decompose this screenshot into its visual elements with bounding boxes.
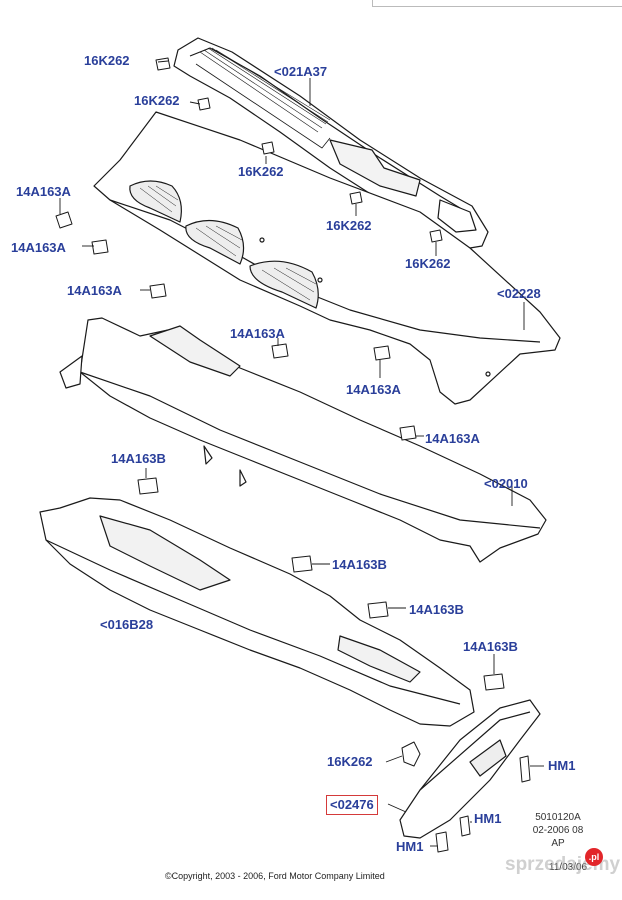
label-cowl-panel: <02228 <box>497 286 541 301</box>
label-bolt-hm1: HM1 <box>548 758 576 773</box>
label-clip-16k262: 16K262 <box>134 93 180 108</box>
label-nut-14a163b: 14A163B <box>332 557 387 572</box>
bracket-part <box>399 699 541 839</box>
ref-sheet: 11/03/06 <box>548 862 588 873</box>
label-nut-14a163a: 14A163A <box>16 184 71 199</box>
lower-panel-part <box>39 497 475 727</box>
label-clip-16k262: 16K262 <box>238 164 284 179</box>
dash-panel-part <box>59 317 547 563</box>
cowl-panel-part <box>93 111 561 405</box>
label-nut-14a163b: 14A163B <box>111 451 166 466</box>
label-nut-14a163b: 14A163B <box>463 639 518 654</box>
viewer-frame-edge <box>372 0 622 7</box>
watermark-badge: .pl <box>585 848 603 866</box>
leader-lines <box>59 60 544 847</box>
label-clip-16k262: 16K262 <box>84 53 130 68</box>
copyright-notice: ©Copyright, 2003 - 2006, Ford Motor Comp… <box>165 871 385 881</box>
fastener-clips <box>55 57 531 853</box>
label-clip-16k262: 16K262 <box>327 754 373 769</box>
label-nut-14a163a: 14A163A <box>67 283 122 298</box>
label-nut-14a163b: 14A163B <box>409 602 464 617</box>
label-nut-14a163a: 14A163A <box>230 326 285 341</box>
label-bolt-hm1: HM1 <box>396 839 424 854</box>
ref-code: 5010120A <box>535 812 581 823</box>
label-bracket-highlighted: <02476 <box>326 795 378 815</box>
label-bolt-hm1: HM1 <box>474 811 502 826</box>
label-nut-14a163a: 14A163A <box>346 382 401 397</box>
label-dash-panel: <02010 <box>484 476 528 491</box>
cowl-grille-part <box>173 37 489 249</box>
label-nut-14a163a: 14A163A <box>11 240 66 255</box>
ref-ap: AP <box>551 838 565 849</box>
ref-date: 02-2006 08 <box>532 825 584 836</box>
label-nut-14a163a: 14A163A <box>425 431 480 446</box>
label-clip-16k262: 16K262 <box>405 256 451 271</box>
label-clip-16k262: 16K262 <box>326 218 372 233</box>
label-cowl-grille: <021A37 <box>274 64 328 79</box>
label-lower-panel: <016B28 <box>100 617 154 632</box>
